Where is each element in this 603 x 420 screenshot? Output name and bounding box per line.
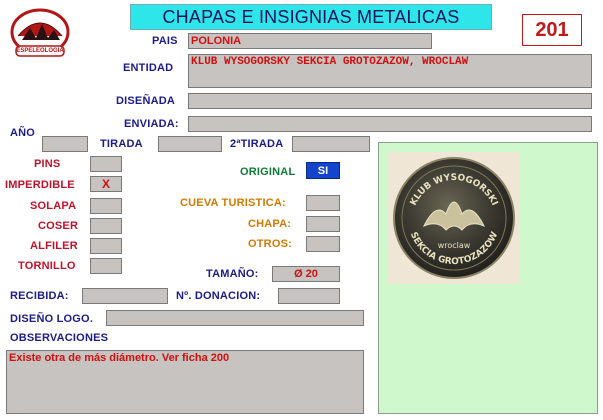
disenada-label: DISEÑADA (116, 95, 176, 107)
disenada-field[interactable] (188, 93, 592, 109)
logo-emblem-icon (10, 8, 70, 57)
badge-photo: KLUB WYSOGORSKI SEKCIA GROTOZAZOW wrocla… (388, 152, 520, 284)
entidad-label: ENTIDAD (123, 62, 174, 74)
tamano-label: TAMAÑO: (206, 268, 259, 280)
diseno-logo-field[interactable] (106, 310, 364, 326)
alfiler-field[interactable] (90, 238, 122, 254)
otros-field[interactable] (306, 236, 340, 252)
imperdible-label: IMPERDIBLE (5, 179, 75, 191)
solapa-field[interactable] (90, 198, 122, 214)
original-value-badge[interactable]: SI (306, 162, 340, 179)
tornillo-field[interactable] (90, 258, 122, 274)
logo-text: ESPELEOLOGIA (16, 48, 64, 54)
pais-field[interactable]: POLONIA (188, 33, 432, 49)
entidad-field[interactable]: KLUB WYSOGORSKY SEKCIA GROTOZAZOW, WROCL… (188, 54, 592, 88)
coser-field[interactable] (90, 218, 122, 234)
otros-label: OTROS: (248, 238, 292, 250)
chapa-field[interactable] (306, 216, 340, 232)
tornillo-label: TORNILLO (18, 260, 76, 272)
donacion-field[interactable] (278, 288, 340, 304)
tirada-field[interactable] (158, 136, 222, 152)
record-number: 201 (522, 14, 582, 46)
solapa-label: SOLAPA (30, 200, 77, 212)
coser-label: COSER (38, 220, 79, 232)
alfiler-label: ALFILER (30, 240, 78, 252)
enviada-label: ENVIADA: (124, 118, 179, 130)
original-label: ORIGINAL (240, 166, 296, 178)
chapa-label: CHAPA: (248, 218, 292, 230)
pins-field[interactable] (90, 156, 122, 172)
imperdible-field[interactable]: X (90, 176, 122, 192)
page-title: CHAPAS E INSIGNIAS METALICAS (130, 4, 492, 30)
pins-label: PINS (34, 158, 61, 170)
ano-label: AÑO (10, 127, 36, 139)
ano-field[interactable] (42, 136, 88, 152)
enviada-field[interactable] (188, 116, 592, 132)
tirada-label: TIRADA (100, 138, 143, 150)
recibida-field[interactable] (82, 288, 168, 304)
cueva-label: CUEVA TURISTICA: (180, 197, 286, 209)
observaciones-field[interactable]: Existe otra de más diámetro. Ver ficha 2… (6, 350, 364, 414)
cueva-field[interactable] (306, 195, 340, 211)
tamano-field[interactable]: Ø 20 (272, 266, 340, 282)
badge-image-icon: KLUB WYSOGORSKI SEKCIA GROTOZAZOW wrocla… (393, 157, 515, 279)
club-logo: ESPELEOLOGIA (8, 6, 72, 62)
diseno-logo-label: DISEÑO LOGO. (10, 313, 94, 325)
tirada2-field[interactable] (292, 136, 370, 152)
observaciones-label: OBSERVACIONES (10, 332, 109, 344)
tirada2-label: 2ªTIRADA (230, 138, 284, 150)
donacion-label: Nº. DONACION: (176, 290, 261, 302)
badge-text-center: wroclaw (438, 241, 471, 250)
recibida-label: RECIBIDA: (10, 290, 69, 302)
pais-label: PAIS (152, 35, 178, 47)
